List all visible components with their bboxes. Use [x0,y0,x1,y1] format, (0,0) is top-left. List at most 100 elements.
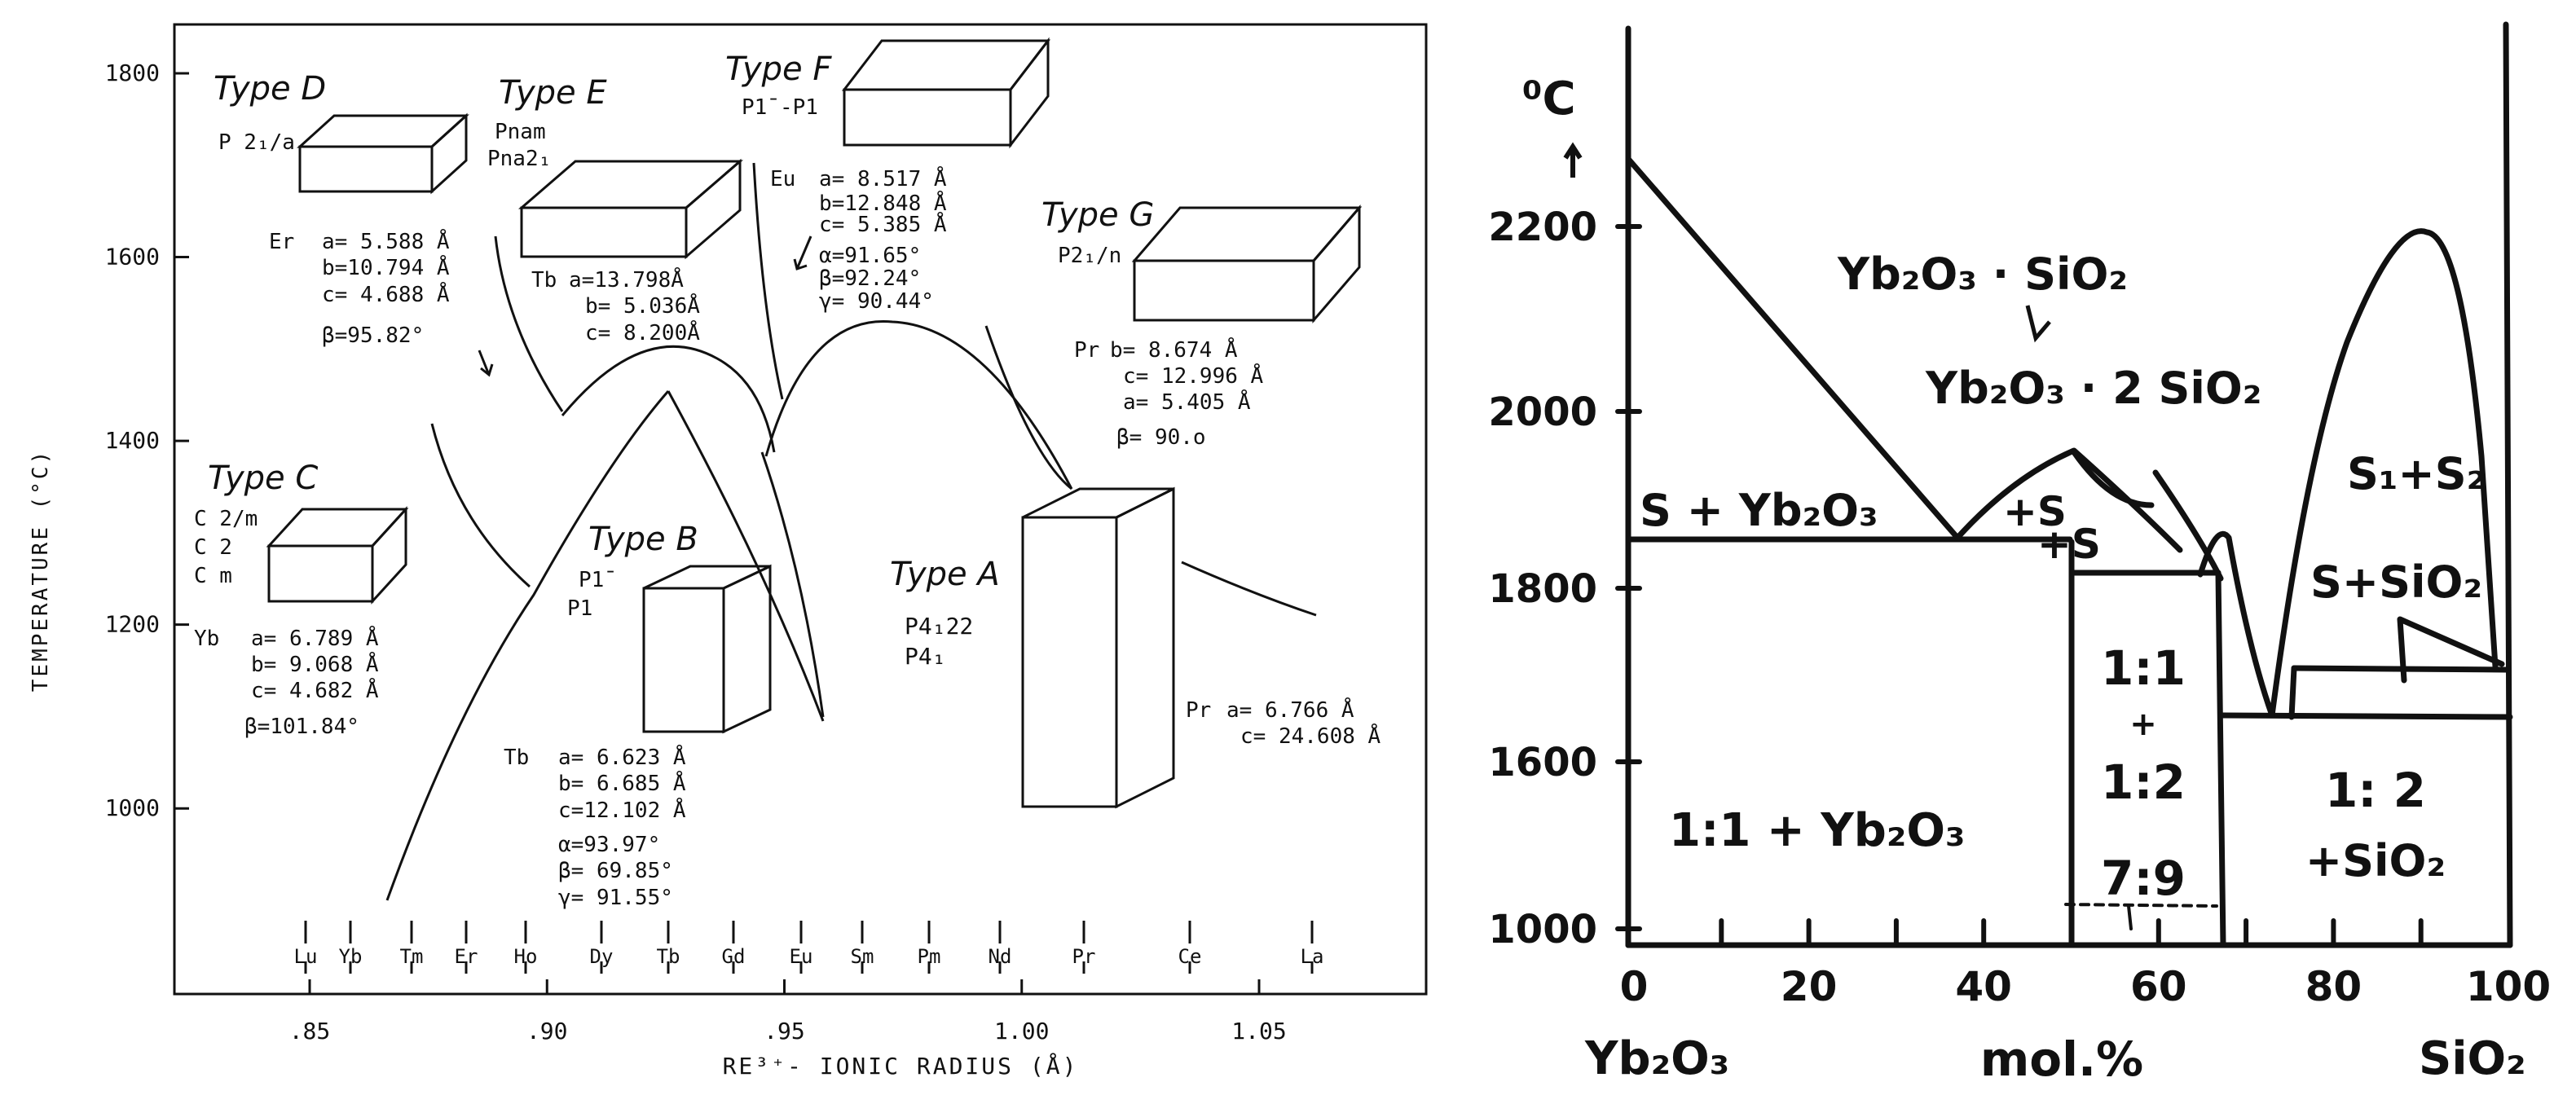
type-b-element: Tb [504,746,529,770]
type-d-param: β=95.82° [322,323,424,348]
type-f-element: Eu [770,167,795,191]
left-panel-text: TEMPERATURE (°C) RE³⁺- IONIC RADIUS (Å) … [29,51,1381,1080]
label-sio2-phase: +SiO₂ [2305,835,2446,886]
crystal-box-b [642,564,772,734]
right-x-right-component: SiO₂ [2419,1032,2526,1085]
type-g-param: c= 12.996 Å [1123,363,1264,389]
arrow-d-icon [478,350,494,377]
type-b-param: γ= 91.55° [558,886,673,910]
label-1-2-right: 1: 2 [2325,763,2426,818]
type-b-param: a= 6.623 Å [558,744,686,770]
left-y-tick-label: 1400 [105,427,160,454]
liquidus-1-2-cusp [2152,469,2224,582]
left-x-tick-label: .90 [526,1018,568,1045]
right-x-axis-title: mol.% [1980,1031,2143,1087]
liquidus-yb2o3 [1625,156,1961,541]
type-b-param: c=12.102 Å [558,797,686,823]
boundary-e-left [494,235,564,412]
boundary-c-b [385,390,670,901]
element-label: Nd [989,945,1012,968]
type-d-element: Er [269,230,294,254]
type-b-param: b= 6.685 Å [558,770,686,796]
type-g-param: b= 8.674 Å [1110,336,1238,363]
element-label: Gd [722,945,746,968]
left-y-tick-label: 1200 [105,611,160,638]
type-b-param: β= 69.85° [558,859,673,883]
right-panel [1615,21,2513,948]
right-x-left-component: Yb₂O₃ [1584,1032,1729,1085]
left-x-tick-label: 1.00 [994,1018,1049,1045]
right-y-tick-label: 1800 [1488,566,1597,612]
label-plus: + [2129,706,2157,743]
type-b-param: α=93.97° [558,833,660,857]
type-b-title: Type B [588,521,698,558]
element-label: Yb [339,945,363,968]
left-y-axis-title: TEMPERATURE (°C) [29,449,53,692]
arrow-f-icon [793,235,812,271]
label-s-sio2: S+SiO₂ [2310,556,2482,608]
left-y-tick-label: 1600 [105,244,160,271]
type-e-param: a=13.798Å [569,266,684,292]
element-label: Pm [918,945,941,968]
right-y-unit-arrow-icon [1563,142,1583,178]
type-g-title: Type G [1041,196,1154,234]
left-x-axis-title: RE³⁺- IONIC RADIUS (Å) [723,1052,1079,1080]
left-element-markers [304,921,1314,974]
type-g-param: β= 90.o [1116,425,1206,450]
boundary-dome-e [561,345,776,453]
type-g-space-group: P2₁/n [1058,244,1121,268]
type-d-param: c= 4.688 Å [322,281,450,307]
eutectic-right [2220,712,2513,720]
type-e-param: c= 8.200Å [585,319,700,345]
type-c-space-group: C 2 [194,535,232,560]
element-label: Eu [790,945,813,968]
type-d-space-group: P 2₁/a [218,130,295,155]
element-label: La [1301,945,1324,968]
type-a-space-group: P4₁ [905,643,946,670]
type-d-param: b=10.794 Å [322,254,450,280]
element-label: Tm [400,945,424,968]
boundary-b-a [667,390,825,722]
liquidus-1-2-left [2071,449,2155,508]
liquidus-sio2-dome-left [2269,228,2499,719]
right-right-axis [2503,21,2513,948]
boundary-a [1181,561,1317,617]
type-c-space-group: C m [194,564,232,588]
line-7-9-dashed [2064,903,2218,908]
element-label: Sm [851,945,874,968]
right-y-ticks [1615,224,1642,931]
type-f-param: β=92.24° [819,266,921,291]
type-e-title: Type E [499,74,607,112]
line-7-9-hook [2127,904,2133,930]
type-f-title: Type F [725,51,832,88]
boundary-g [984,325,1072,490]
label-s-left: +S [2003,488,2067,535]
right-x-tick-label: 0 [1620,963,1649,1010]
right-y-tick-label: 2200 [1488,205,1597,250]
right-y-tick-label: 1000 [1488,907,1597,952]
right-x-tick-label: 40 [1955,963,2012,1010]
type-a-param: a= 6.766 Å [1226,697,1354,723]
element-label: Ho [514,945,538,968]
element-label: Ce [1178,945,1202,968]
type-e-param: b= 5.036Å [585,292,700,319]
type-c-param: c= 4.682 Å [251,677,379,703]
line-1-2-corner [2288,665,2297,720]
label-yb2o3-sio2-pointer [2025,305,2051,343]
right-y-tick-label: 1600 [1488,740,1597,785]
left-x-tick-label: .95 [764,1018,805,1045]
type-g-element: Pr [1074,338,1099,363]
type-c-param: a= 6.789 Å [251,625,379,651]
label-yb2o3-sio2: Yb₂O₃ · SiO₂ [1837,249,2128,300]
boundary-dome-f [764,319,1073,490]
label-ratio-1-2: 1:2 [2101,754,2186,810]
type-f-param: α=91.65° [819,244,921,268]
type-d-param: a= 5.588 Å [322,228,450,254]
type-b-space-group: P1 [567,596,592,621]
right-x-tick-label: 60 [2130,963,2187,1010]
type-c-param: β=101.84° [244,715,359,739]
